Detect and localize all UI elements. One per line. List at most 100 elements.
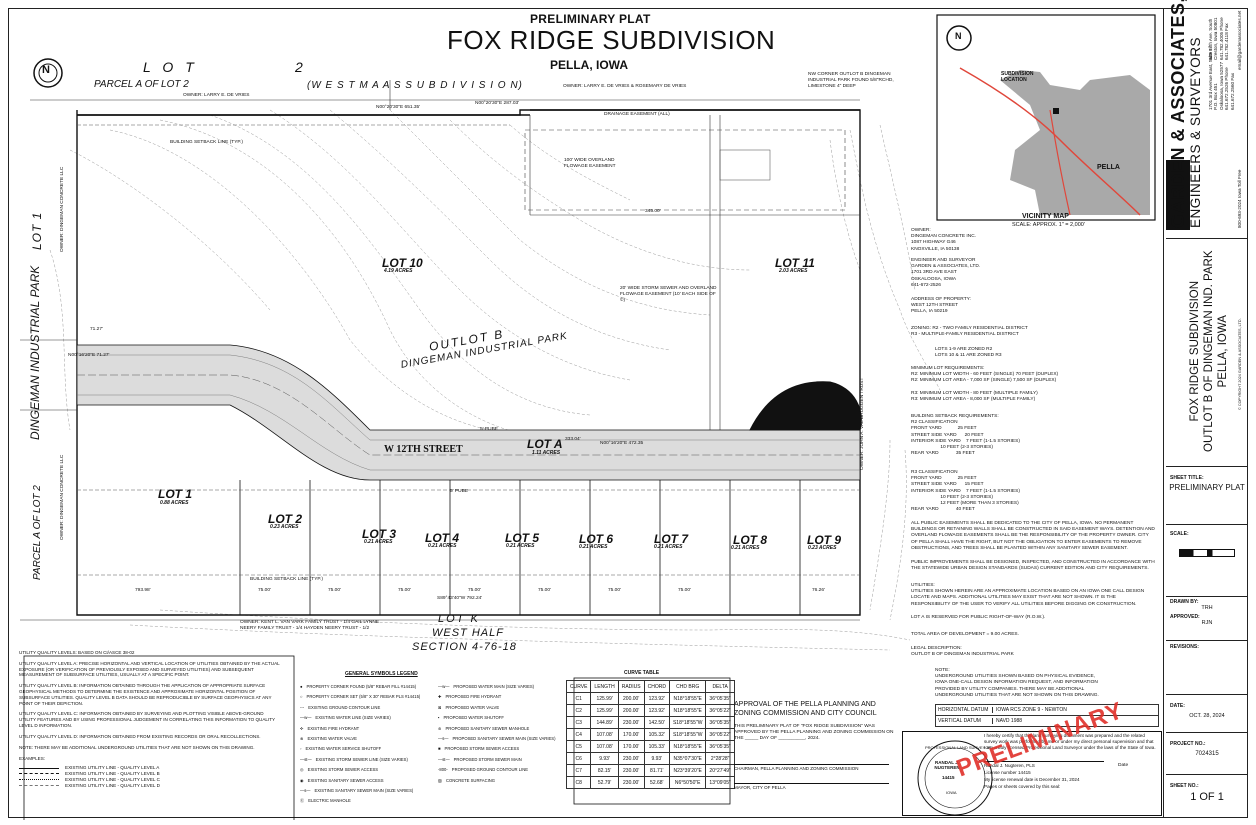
- building-setback-bottom: BUILDING SETBACK LINE (TYP.): [250, 577, 323, 582]
- owner-devries: OWNER: LARRY E. DE VRIES: [183, 93, 250, 98]
- company-logo: [1166, 160, 1190, 230]
- boundary: [76, 109, 861, 616]
- approval-chair: CHAIRMAN, PELLA PLANNING AND ZONING COMM…: [734, 766, 859, 771]
- datum-table: HORIZONTAL DATUM IOWA RCS ZONE 9 - NEWTO…: [935, 704, 1159, 727]
- vicinity-scale: SCALE: APPROX. 1" = 2,000': [1012, 222, 1085, 228]
- legend-item: PROPOSED WATER SHUTOFF: [443, 715, 504, 721]
- dim-333: 333.04': [565, 437, 581, 442]
- lot11-label: LOT 11: [775, 256, 815, 270]
- seal-top: PROFESSIONAL LAND SURVEYOR: [925, 745, 992, 750]
- legend-item: PROPOSED SANITARY SEWER MANHOLE: [445, 725, 530, 731]
- parcel-a-label: PARCEL A OF LOT 2: [94, 79, 189, 90]
- fire-hydrant-icon: ✣: [300, 725, 304, 731]
- dingeman-left-label: DINGEMAN INDUSTRIAL PARK: [28, 265, 42, 440]
- legend-item: EXISTING WATER VALVE: [307, 736, 357, 742]
- note-legal: LEGAL DESCRIPTION: OUTLOT B OF DINGEMAN …: [911, 646, 1014, 658]
- lot1-left-label: LOT 1: [30, 211, 44, 250]
- storm-access-icon: ◎: [300, 767, 304, 773]
- curve-cell: S18°18'55"W: [668, 728, 707, 741]
- legend-item: PROPOSED STORM SEWER ACCESS: [444, 746, 520, 752]
- vert-datum-label: VERTICAL DATUM: [936, 718, 993, 724]
- company-address2: 608 Fifth Ave. South Creston, Iowa 50801…: [1208, 17, 1230, 60]
- dim-bottom2: S89°43'40"W 792.24': [437, 596, 483, 601]
- plat-drawing: [20, 14, 1156, 820]
- curve-cell: C3: [565, 716, 592, 729]
- road-w12th: [76, 344, 861, 481]
- prop-sanitary-main-icon: —s—: [438, 736, 449, 742]
- bottom-lot-lines: [239, 480, 801, 615]
- note-min-lot: MINIMUM LOT REQUIREMENTS: R2: MINIMUM LO…: [911, 366, 1059, 403]
- dim-345: 345.00': [645, 209, 661, 214]
- project-no-label: PROJECT NO.:: [1170, 741, 1206, 747]
- lot10-acres: 4.19 ACRES: [384, 268, 413, 274]
- lot1-label: LOT 1: [158, 487, 193, 501]
- curve-cell: C7: [565, 764, 592, 777]
- pella-map-label: PELLA: [1097, 164, 1120, 171]
- owner-devries2: OWNER: LARRY E. DE VRIES & ROSEMARY DE V…: [563, 84, 687, 89]
- note-owner: OWNER: DINGEMAN CONCRETE INC. 1087 HIGHW…: [911, 228, 977, 252]
- sheet-title-box: SHEET TITLE: PRELIMINARY PLAT: [1166, 466, 1248, 524]
- uq-example-d: EXISTING UTILITY LINE - QUALITY LEVEL D: [65, 782, 160, 788]
- water-line-icon: —w—: [300, 715, 312, 721]
- curve-cell: C4: [565, 728, 592, 741]
- owner-right: OWNER: JOHN A. VAL BRUGGEN TRUST: [860, 377, 865, 470]
- sanitary-main-icon: —s—: [300, 788, 311, 794]
- legend-item: EXISTING SANITARY SEWER MAIN (SIZE VARIE…: [314, 788, 414, 794]
- curve-cell: 230.00': [617, 764, 645, 777]
- legend-item: EXISTING FIRE HYDRANT: [307, 725, 360, 731]
- city-heading: PELLA, IOWA: [550, 58, 628, 72]
- legend-item: EXISTING WATER SERVICE SHUTOFF: [305, 746, 382, 752]
- note-utilities: UTILITIES: UTILITIES SHOWN HEREIN ARE AN…: [911, 583, 1145, 607]
- curve-cell: 52.79': [590, 776, 619, 789]
- lot5-label: LOT 5: [505, 531, 540, 545]
- curve-cell: 107.08': [590, 740, 619, 753]
- note-zoning: ZONING: R2 - TWO FAMILY RESIDENTIAL DIST…: [911, 326, 1028, 338]
- revisions-label: REVISIONS:: [1170, 644, 1199, 650]
- uq-example-b: EXISTING UTILITY LINE - QUALITY LEVEL B: [65, 770, 160, 776]
- approval-title: APPROVAL OF THE PELLA PLANNING AND ZONIN…: [734, 701, 877, 717]
- sheet-no-label: SHEET NO.:: [1170, 783, 1199, 789]
- uq-level-c: UTILITY QUALITY LEVEL C: INFORMATION OBT…: [19, 711, 276, 728]
- prop-water-shutoff-icon: ▪: [438, 715, 440, 721]
- curve-cell: N18°18'55"E: [668, 704, 707, 717]
- lot-width-8: 75.00': [678, 588, 691, 593]
- note-underground: NOTE: UNDERGROUND UTILITIES SHOWN BASED …: [935, 668, 1099, 698]
- lot4-label: LOT 4: [425, 531, 460, 545]
- cert-renewal: My license renewal date is December 31, …: [984, 777, 1080, 782]
- seal-name: RANDAL J. NUGTEREN: [934, 760, 960, 770]
- legend-item: EXISTING GROUND CONTOUR LINE: [308, 704, 381, 710]
- lot-num: 2: [295, 59, 307, 75]
- section-label: SECTION 4-76-18: [412, 641, 517, 653]
- curve-cell: 200.00': [617, 704, 645, 717]
- sheet-title-label: SHEET TITLE:: [1170, 475, 1204, 481]
- legend-item: PROPERTY CORNER FOUND (5/8" REBAR FILL #…: [306, 684, 417, 689]
- company-name: GARDEN & ASSOCIATES, LTD.: [1168, 0, 1188, 228]
- curve-cell: C1: [565, 692, 592, 705]
- lot3-label: LOT 3: [362, 527, 397, 541]
- scale-label: SCALE:: [1170, 531, 1189, 537]
- lot-width-3: 75.00': [328, 588, 341, 593]
- curve-cell: 170.00': [617, 740, 645, 753]
- curve-header: CHORD: [643, 680, 670, 693]
- curve-cell: 36°05'35": [705, 716, 735, 729]
- uq-example-c: EXISTING UTILITY LINE - QUALITY LEVEL C: [65, 776, 160, 782]
- legend-item: PROPOSED STORM SEWER MAIN: [453, 756, 522, 762]
- curve-header: CURVE: [565, 680, 592, 693]
- lot-k-label: LOT K: [438, 613, 480, 625]
- curve-cell: 36°05'22": [705, 704, 735, 717]
- parcel-a-lot2-left: PARCEL A OF LOT 2: [32, 485, 43, 580]
- lot-word: L O T: [143, 59, 198, 75]
- west-half-label: WEST HALF: [432, 627, 504, 639]
- west-maas-label: (W E S T M A A S S U B D I V I S I O N): [307, 80, 523, 91]
- curve-cell: 144.89': [590, 716, 619, 729]
- uq-level-a: UTILITY QUALITY LEVEL A: PRECISE HORIZON…: [19, 660, 280, 678]
- note-zoning2: LOTS 1-9 ARE ZONED R2 LOTS 10 & 11 ARE Z…: [935, 347, 1002, 359]
- note-easements: ALL PUBLIC EASEMENTS SHALL BE DEDICATED …: [911, 521, 1155, 551]
- bearing-top1: N00°20'30"E 651.35': [376, 105, 421, 110]
- company-name2: ENGINEERS & SURVEYORS: [1188, 36, 1203, 228]
- note-engineer: ENGINEER AND SURVEYOR GARDEN & ASSOCIATE…: [911, 258, 981, 288]
- lot6-label: LOT 6: [579, 532, 614, 546]
